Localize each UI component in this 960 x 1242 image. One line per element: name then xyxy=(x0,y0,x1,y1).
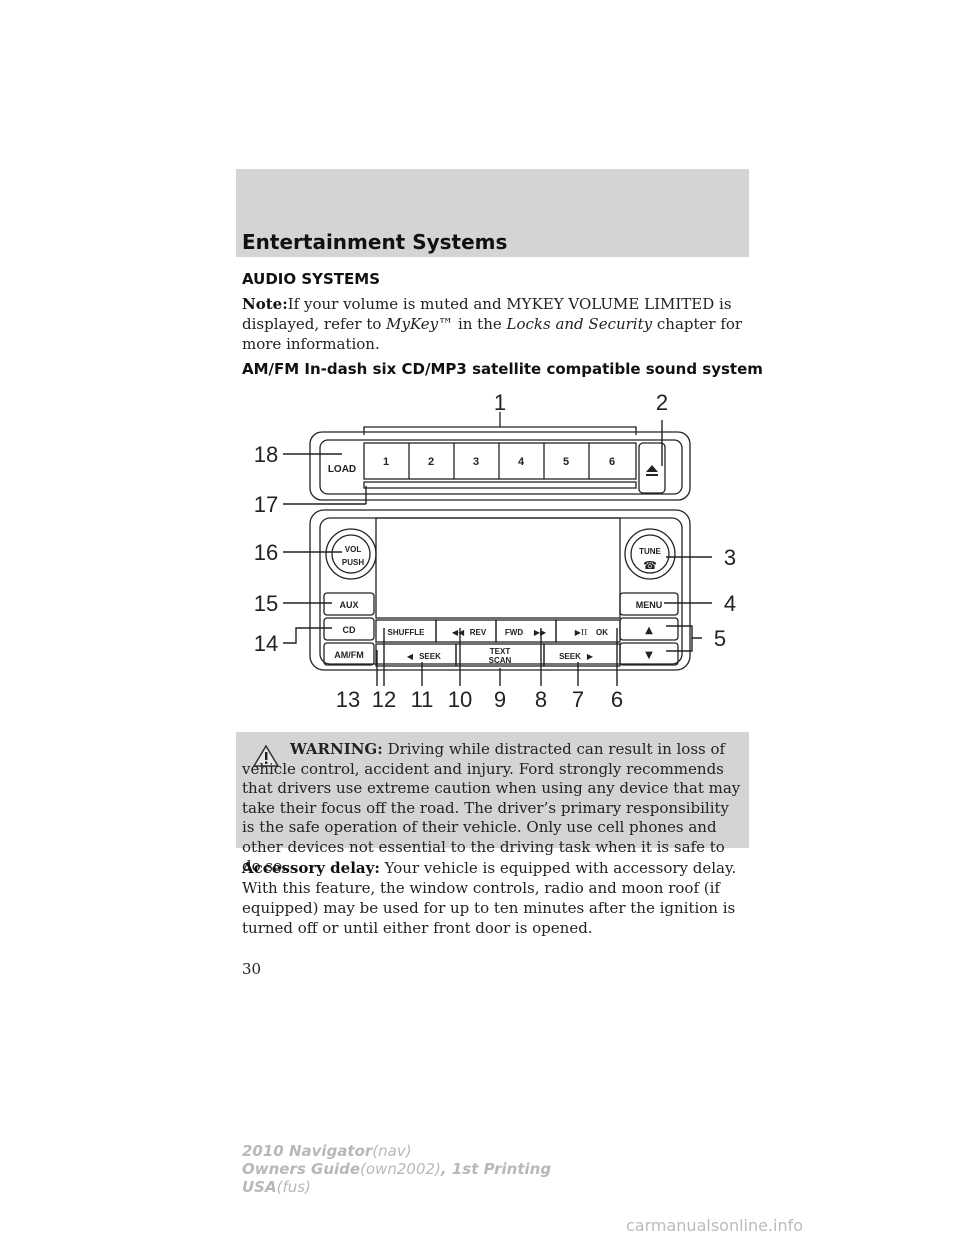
callout-4: 4 xyxy=(724,591,736,616)
seek-left-button xyxy=(375,643,457,667)
callout-15: 15 xyxy=(254,591,278,616)
callout-3: 3 xyxy=(724,545,736,570)
seek-right-button xyxy=(543,643,621,667)
seek-right-label: SEEK xyxy=(559,652,581,661)
tune-label: TUNE xyxy=(639,547,661,556)
rewind-icon: ◀◀ xyxy=(452,628,465,637)
footer: 2010 Navigator(nav) Owners Guide(own2002… xyxy=(242,1142,551,1196)
eject-button xyxy=(638,442,666,494)
ok-label: OK xyxy=(596,628,608,637)
page-number: 30 xyxy=(242,960,262,978)
fwd-label: FWD xyxy=(505,628,523,637)
menu-label: MENU xyxy=(636,600,663,610)
callout-17: 17 xyxy=(254,492,278,517)
volume-knob xyxy=(325,528,377,580)
callout-11: 11 xyxy=(411,687,434,712)
preset-3-label: 3 xyxy=(473,456,479,468)
preset-1-label: 1 xyxy=(383,456,389,468)
footer-model: 2010 Navigator xyxy=(242,1142,373,1160)
note-text-mid: in the xyxy=(453,315,507,333)
watermark: carmanualsonline.info xyxy=(626,1216,804,1235)
cd-button xyxy=(323,617,375,641)
footer-region-code: (fus) xyxy=(276,1178,311,1196)
cd-label: CD xyxy=(343,625,356,635)
note-text-before: If your volume is muted and MYKEY VOLUME… xyxy=(242,295,732,333)
preset-6-label: 6 xyxy=(609,456,615,468)
phone-icon: ☎ xyxy=(643,559,657,572)
callout-8: 8 xyxy=(535,687,547,712)
amfm-label: AM/FM xyxy=(334,650,364,660)
accessory-label: Accessory delay: xyxy=(242,859,380,877)
eject-icon xyxy=(646,465,658,476)
aux-button xyxy=(323,592,375,616)
callout-2: 2 xyxy=(656,390,668,415)
callout-9: 9 xyxy=(494,687,506,712)
footer-guide: Owners Guide xyxy=(242,1160,361,1178)
header-band xyxy=(236,169,749,257)
note-ref-locks: Locks and Security xyxy=(506,315,653,333)
display-screen xyxy=(375,517,621,619)
callout-6: 6 xyxy=(611,687,623,712)
callout-5: 5 xyxy=(714,626,726,651)
footer-region: USA xyxy=(242,1178,277,1196)
rev-button xyxy=(435,619,497,643)
callout-14: 14 xyxy=(254,631,278,656)
preset-bar xyxy=(363,442,637,480)
push-label: PUSH xyxy=(342,558,364,567)
accessory-paragraph: Accessory delay: Your vehicle is equippe… xyxy=(242,858,752,938)
callout-12: 12 xyxy=(372,687,396,712)
play-ok-button xyxy=(555,619,621,643)
vol-label: VOL xyxy=(345,545,362,554)
seek-left-icon: ◀ xyxy=(407,652,414,661)
cd-slot xyxy=(363,481,637,489)
seek-right-icon: ▶ xyxy=(587,652,594,661)
note-paragraph: Note:If your volume is muted and MYKEY V… xyxy=(242,294,752,354)
page-title: Entertainment Systems xyxy=(242,230,508,254)
preset-4-label: 4 xyxy=(518,456,525,468)
scan-label: SCAN xyxy=(489,656,512,665)
radio-diagram: 1 2 3 4 5 6 LOAD VOL PUSH TUNE ☎ AUX CD … xyxy=(254,390,736,712)
warning-icon xyxy=(253,744,279,767)
warning-label: WARNING: xyxy=(290,740,383,758)
footer-guide-code: (own2002) xyxy=(360,1160,441,1178)
note-text-after: chapter for more information. xyxy=(242,315,743,353)
rev-label: REV xyxy=(470,628,487,637)
load-label: LOAD xyxy=(328,464,356,475)
note-label: Note: xyxy=(242,295,288,313)
play-pause-icon: ▶II xyxy=(575,628,587,637)
aux-label: AUX xyxy=(339,600,358,610)
callout-13: 13 xyxy=(336,687,360,712)
preset-2-label: 2 xyxy=(428,456,434,468)
down-arrow-icon: ▼ xyxy=(645,650,653,661)
up-arrow-icon: ▲ xyxy=(645,625,653,636)
menu-button xyxy=(619,592,679,616)
callout-10: 10 xyxy=(448,687,472,712)
accessory-text: Your vehicle is equipped with accessory … xyxy=(242,859,737,937)
warning-text: Driving while distracted can result in l… xyxy=(242,740,741,875)
text-label: TEXT xyxy=(490,647,511,656)
tune-knob xyxy=(624,528,676,580)
shuffle-label: SHUFFLE xyxy=(388,628,426,637)
callout-18: 18 xyxy=(254,442,278,467)
cd-unit-outer xyxy=(309,431,691,501)
cd-unit-inner xyxy=(319,439,683,495)
section-title: AUDIO SYSTEMS xyxy=(242,270,381,288)
subsection-title: AM/FM In-dash six CD/MP3 satellite compa… xyxy=(242,360,763,378)
warning-text-block: WARNING: Driving while distracted can re… xyxy=(242,740,742,877)
callout-7: 7 xyxy=(572,687,584,712)
callout-1: 1 xyxy=(494,390,506,415)
footer-model-code: (nav) xyxy=(372,1142,412,1160)
note-ref-mykey: MyKey™ xyxy=(386,315,454,333)
preset-5-label: 5 xyxy=(563,456,569,468)
callout-16: 16 xyxy=(254,540,278,565)
footer-printing: , 1st Printing xyxy=(440,1160,552,1178)
amfm-button xyxy=(323,642,375,666)
warning-box xyxy=(236,732,749,848)
seek-left-label: SEEK xyxy=(419,652,441,661)
